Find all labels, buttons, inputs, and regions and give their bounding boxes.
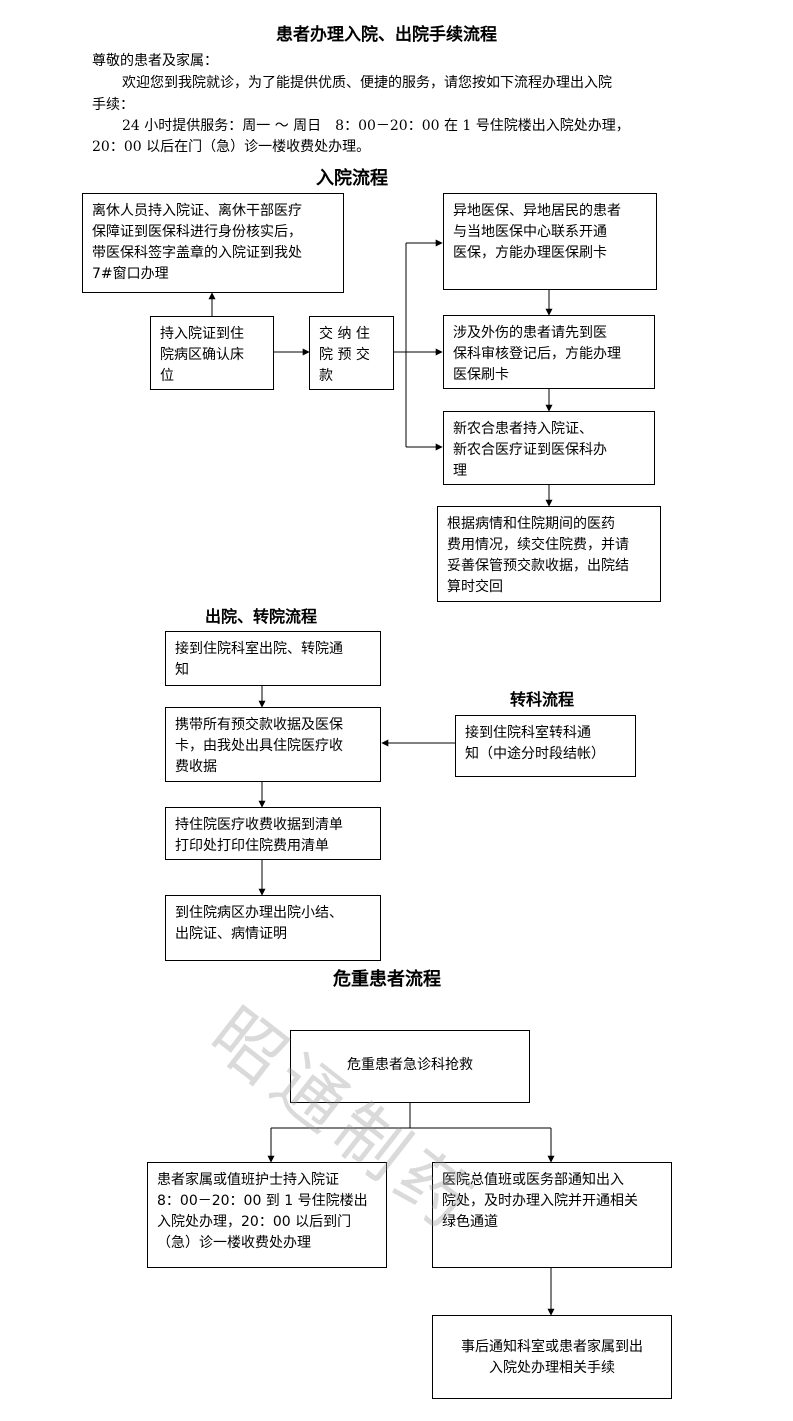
greeting: 尊敬的患者及家属： <box>92 53 218 69</box>
family-text: 患者家属或值班护士持入院证 8：00－20：00 到 1 号住院楼出 入院处办理… <box>157 1172 368 1251</box>
intro-line-1: 欢迎您到我院就诊，为了能提供优质、便捷的服务，请您按如下流程办理出入院 <box>122 75 612 91</box>
green-channel-text: 医院总值班或医务部通知出入 院处，及时办理入院并开通相关 绿色通道 <box>442 1172 638 1230</box>
ward-summary-box: 到住院病区办理出院小结、 出院证、病情证明 <box>165 895 381 961</box>
pay-deposit-box: 交 纳 住 院 预 交 款 <box>309 316 394 390</box>
rescue-text: 危重患者急诊科抢救 <box>347 1057 473 1073</box>
critical-heading: 危重患者流程 <box>333 969 441 990</box>
retired-staff-text: 离休人员持入院证、离休干部医疗 保障证到医保科进行身份核实后， 带医保科签字盖章… <box>92 203 302 282</box>
afterwards-box: 事后通知科室或患者家属到出 入院处办理相关手续 <box>432 1315 672 1399</box>
keep-receipt-text: 根据病情和住院期间的医药 费用情况，续交住院费，并请 妥善保管预交款收据，出院结… <box>447 516 629 595</box>
injury-box: 涉及外伤的患者请先到医 保科审核登记后，方能办理 医保刷卡 <box>443 315 655 389</box>
transfer-heading: 转科流程 <box>510 690 575 709</box>
pay-deposit-text: 交 纳 住 院 预 交 款 <box>319 326 370 384</box>
confirm-bed-box: 持入院证到住 院病区确认床 位 <box>150 316 274 390</box>
transfer-notice-text: 接到住院科室转科通 知（中途分时段结帐） <box>465 725 605 762</box>
discharge-notice-box: 接到住院科室出院、转院通 知 <box>165 631 381 686</box>
intro-line-3: 24 小时提供服务：周一 ～ 周日 8：00－20：00 在 1 号住院楼出入院… <box>122 118 630 134</box>
print-list-box: 持住院医疗收费收据到清单 打印处打印住院费用清单 <box>165 807 381 860</box>
bring-receipts-text: 携带所有预交款收据及医保 卡，由我处出具住院医疗收 费收据 <box>175 717 343 775</box>
family-box: 患者家属或值班护士持入院证 8：00－20：00 到 1 号住院楼出 入院处办理… <box>147 1162 387 1268</box>
admission-heading: 入院流程 <box>316 168 388 189</box>
green-channel-box: 医院总值班或医务部通知出入 院处，及时办理入院并开通相关 绿色通道 <box>432 1162 672 1268</box>
confirm-bed-text: 持入院证到住 院病区确认床 位 <box>160 326 244 384</box>
injury-text: 涉及外伤的患者请先到医 保科审核登记后，方能办理 医保刷卡 <box>453 325 621 383</box>
rural-coop-box: 新农合患者持入院证、 新农合医疗证到医保科办 理 <box>443 411 655 485</box>
retired-staff-box: 离休人员持入院证、离休干部医疗 保障证到医保科进行身份核实后， 带医保科签字盖章… <box>82 193 344 293</box>
discharge-heading: 出院、转院流程 <box>205 607 318 626</box>
keep-receipt-box: 根据病情和住院期间的医药 费用情况，续交住院费，并请 妥善保管预交款收据，出院结… <box>437 506 661 602</box>
afterwards-text: 事后通知科室或患者家属到出 入院处办理相关手续 <box>461 1339 643 1376</box>
intro-line-2: 手续： <box>92 97 134 113</box>
transfer-notice-box: 接到住院科室转科通 知（中途分时段结帐） <box>455 715 636 777</box>
print-list-text: 持住院医疗收费收据到清单 打印处打印住院费用清单 <box>175 817 343 854</box>
discharge-notice-text: 接到住院科室出院、转院通 知 <box>175 641 343 678</box>
rural-coop-text: 新农合患者持入院证、 新农合医疗证到医保科办 理 <box>453 421 607 479</box>
bring-receipts-box: 携带所有预交款收据及医保 卡，由我处出具住院医疗收 费收据 <box>165 707 381 782</box>
rescue-box: 危重患者急诊科抢救 <box>290 1030 530 1103</box>
remote-insurance-text: 异地医保、异地居民的患者 与当地医保中心联系开通 医保，方能办理医保刷卡 <box>453 203 621 261</box>
page-title: 患者办理入院、出院手续流程 <box>276 25 497 45</box>
intro-line-4: 20：00 以后在门（急）诊一楼收费处办理。 <box>92 139 371 155</box>
remote-insurance-box: 异地医保、异地居民的患者 与当地医保中心联系开通 医保，方能办理医保刷卡 <box>443 193 657 290</box>
ward-summary-text: 到住院病区办理出院小结、 出院证、病情证明 <box>175 905 343 942</box>
